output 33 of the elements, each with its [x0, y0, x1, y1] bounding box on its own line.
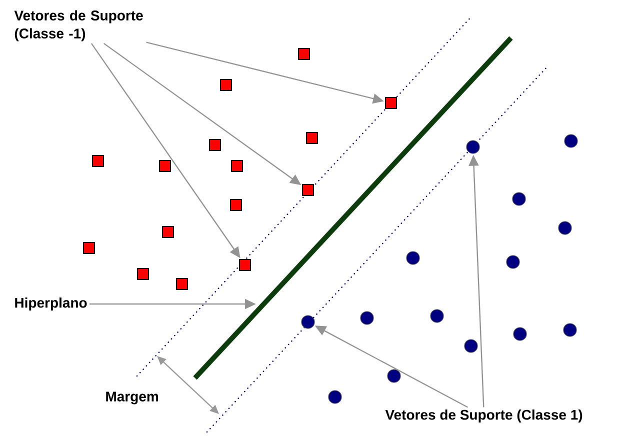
square-marker — [306, 132, 318, 144]
circle-marker — [387, 369, 401, 383]
circle-marker — [558, 221, 572, 235]
circle-marker — [430, 309, 444, 323]
circle-marker — [563, 323, 577, 337]
square-marker — [159, 160, 171, 172]
square-marker — [209, 139, 221, 151]
square-marker — [162, 226, 174, 238]
circle-marker — [328, 390, 342, 404]
circle-marker — [564, 134, 578, 148]
square-marker — [239, 259, 251, 271]
square-marker — [137, 268, 149, 280]
circle-marker — [512, 192, 526, 206]
text-label: Margem — [106, 392, 158, 404]
square-marker — [298, 48, 310, 60]
circle-marker — [513, 327, 527, 341]
square-marker — [176, 278, 188, 290]
circle-marker — [360, 311, 374, 325]
square-marker — [230, 199, 242, 211]
text-label: Hiperplano — [15, 297, 87, 311]
circle-marker — [466, 140, 480, 154]
circle-marker — [301, 315, 315, 329]
circle-marker — [464, 339, 478, 353]
circle-marker — [406, 251, 420, 265]
square-marker — [385, 97, 397, 109]
text-label: Vetores de Suporte (Classe -1) — [14, 10, 143, 42]
square-marker — [231, 160, 243, 172]
square-marker — [92, 155, 104, 167]
square-marker — [302, 184, 314, 196]
square-marker — [83, 242, 95, 254]
text-label: Vetores de Suporte (Classe 1) — [385, 409, 582, 422]
circle-marker — [506, 255, 520, 269]
square-marker — [220, 79, 232, 91]
